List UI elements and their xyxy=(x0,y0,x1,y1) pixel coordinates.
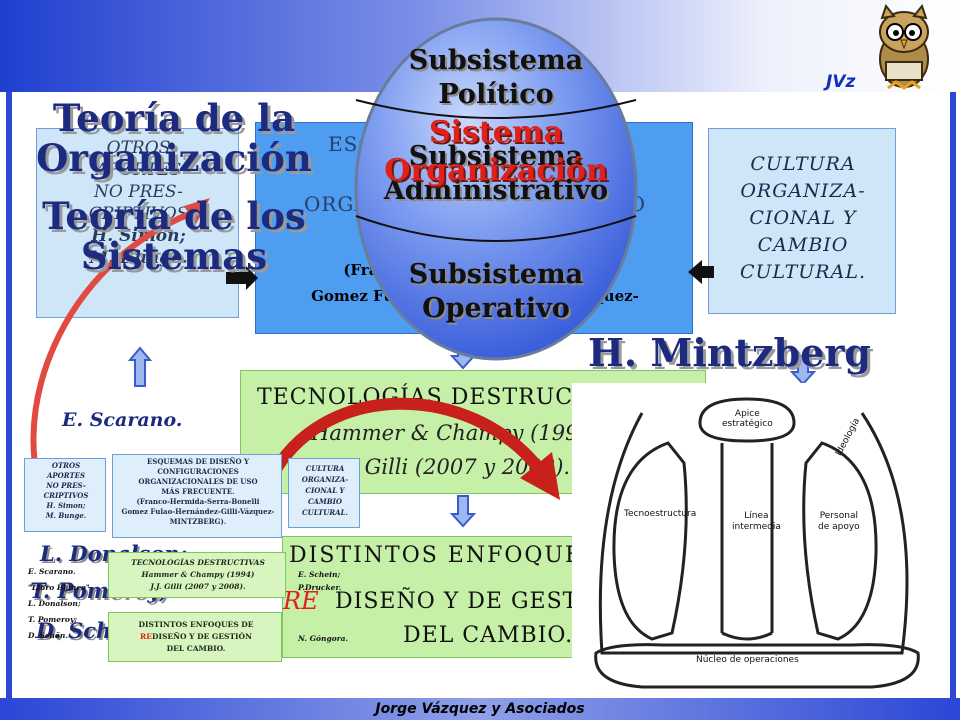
sistema-sphere-icon xyxy=(354,17,638,361)
scarano-label: E. Scarano. xyxy=(62,409,183,431)
logo-text: JVz xyxy=(826,72,856,92)
organizacion-label: Organización xyxy=(384,153,608,188)
footer-text: Jorge Vázquez y Asociados xyxy=(375,701,585,717)
mini-enfoques-re: RE xyxy=(140,632,152,641)
mini-cultura-3: CIONAL Y xyxy=(305,486,345,495)
cultura-box: CULTURA ORGANIZA- CIONAL Y CAMBIO CULTUR… xyxy=(708,128,896,314)
apice-line-2: estratégico xyxy=(722,419,773,429)
mini-otros-1: OTROS xyxy=(51,461,81,470)
mini-left-4: T. Pomeroy; xyxy=(28,615,78,624)
mini-otros-3: NO PRES- xyxy=(46,481,86,490)
cultura-line-1: CULTURA xyxy=(750,153,856,175)
arrow-left-icon xyxy=(688,260,714,284)
up-arrow-otros-icon xyxy=(127,346,153,387)
right-border xyxy=(950,92,956,698)
otros-line-2: APORTES xyxy=(95,160,182,180)
mini-left-3: L. Donalson; xyxy=(28,599,81,608)
red-curve-arrow-2-icon xyxy=(264,397,560,500)
enfoques-line-3: DEL CAMBIO. xyxy=(403,623,574,648)
otros-aportes-box: OTROS APORTES NO PRES- CRIPTIVOS H. Simo… xyxy=(36,128,239,318)
otros-line-1: OTROS xyxy=(106,138,171,158)
mini-cultura-5: CULTURAL. xyxy=(302,508,348,517)
sphere-mid-2: Administrativo xyxy=(383,175,609,206)
footer-band: Jorge Vázquez y Asociados xyxy=(0,698,960,720)
mini-esquemas-6: Gomez Fulao-Hernández-Gilli-Vázquez- xyxy=(121,507,275,516)
mini-otros-4: CRIPTIVOS xyxy=(43,491,89,500)
mini-cultura-box: CULTURA ORGANIZA- CIONAL Y CAMBIO CULTUR… xyxy=(288,458,360,528)
mini-otros-box: OTROS APORTES NO PRES- CRIPTIVOS H. Simo… xyxy=(24,458,106,532)
sphere-top-1: Subsistema xyxy=(408,45,584,76)
mini-right-1: E. Schein; xyxy=(298,570,341,579)
otros-line-4: CRIPTIVOS xyxy=(88,204,189,224)
cultura-line-2: ORGANIZA- xyxy=(740,180,866,202)
mini-left-5: D. Schön. xyxy=(28,631,68,640)
mini-left-1: E. Scarano. xyxy=(28,567,76,576)
mini-esquemas-box: ESQUEMAS DE DISEÑO Y CONFIGURACIONES ORG… xyxy=(112,454,282,538)
mini-otros-2: APORTES xyxy=(46,471,86,480)
nucleo-label: Núcleo de operaciones xyxy=(696,655,799,665)
otros-line-5: H. Simon; xyxy=(91,226,186,246)
cultura-line-4: CAMBIO xyxy=(757,234,849,256)
mini-otros-5: H. Simon; xyxy=(46,501,86,510)
teoria-org-line-1: Teoría de la xyxy=(52,96,296,140)
linea-line-1: Línea xyxy=(744,511,769,521)
mini-enfoques-box: DISTINTOS ENFOQUES DE REDISEÑO Y DE GEST… xyxy=(108,612,282,662)
mini-enfoques-2: DISEÑO Y DE GESTIÓN xyxy=(151,632,252,641)
sphere-top-2: Político xyxy=(438,79,554,110)
mintzberg-diagram: Apice estratégico Ideología Tecnoestruct… xyxy=(572,383,947,695)
mini-right-3: N. Góngora. xyxy=(298,634,349,643)
mintzberg-title: H. Mintzberg xyxy=(588,330,871,375)
left-border xyxy=(6,92,12,698)
mini-esquemas-4: MÁS FRECUENTE. xyxy=(161,487,235,496)
apice-line-1: Apice xyxy=(734,409,760,419)
down-arrow-tecnologias-icon xyxy=(449,495,477,528)
mini-esquemas-5: (Franco-Hermida-Serra-Bonelli xyxy=(136,497,260,506)
teoria-sis-line-2: Sistemas xyxy=(80,234,268,278)
personal-line-2: de apoyo xyxy=(818,522,860,532)
enfoques-re: RE xyxy=(283,587,319,615)
mini-esquemas-1: ESQUEMAS DE DISEÑO Y xyxy=(146,457,250,466)
personal-line-1: Personal xyxy=(819,511,858,521)
mini-esquemas-2: CONFIGURACIONES xyxy=(157,467,239,476)
linea-line-2: intermedia xyxy=(732,522,781,532)
mini-tecnologias-3: J.J. Gilli (2007 y 2008). xyxy=(150,582,246,591)
sphere-bottom-1: Subsistema xyxy=(408,259,584,290)
tecnoestructura-label: Tecnoestructura xyxy=(624,509,697,519)
teoria-org-line-2: Organización xyxy=(36,136,312,180)
mini-tecnologias-box: TECNOLOGÍAS DESTRUCTIVAS Hammer & Champy… xyxy=(108,552,286,598)
mintzberg-organigram-icon xyxy=(594,397,920,689)
arrow-right-icon xyxy=(226,266,258,290)
down-arrow-cultura-icon xyxy=(789,355,817,386)
otros-line-3: NO PRES- xyxy=(94,182,183,202)
mini-otros-6: M. Bunge. xyxy=(45,511,87,520)
teoria-sis-line-1: Teoría de los xyxy=(42,194,306,238)
sphere-mid-1: Subsistema xyxy=(408,141,584,172)
sistema-label: Sistema xyxy=(428,115,564,150)
mini-esquemas-7: MINTZBERG). xyxy=(169,517,227,526)
sphere-bottom-2: Operativo xyxy=(422,293,570,324)
mini-cultura-2: ORGANIZA- xyxy=(301,475,349,484)
mini-enfoques-1: DISTINTOS ENFOQUES DE xyxy=(138,620,254,629)
cultura-line-5: CULTURAL. xyxy=(740,261,866,283)
mini-left-2: "Libro Blanco" xyxy=(28,583,90,592)
mini-right-2: P.Drucker. xyxy=(298,583,342,592)
mini-enfoques-3: DEL CAMBIO. xyxy=(166,644,226,653)
mini-tecnologias-2: Hammer & Champy (1994) xyxy=(141,570,255,579)
mini-cultura-4: CAMBIO xyxy=(307,497,343,506)
mini-tecnologias-1: TECNOLOGÍAS DESTRUCTIVAS xyxy=(131,558,265,567)
cultura-line-3: CIONAL Y xyxy=(749,207,857,229)
mini-cultura-1: CULTURA xyxy=(305,464,345,473)
mini-esquemas-3: ORGANIZACIONALES DE USO xyxy=(138,477,258,486)
owl-logo-icon xyxy=(879,4,929,90)
tecnologias-line-2: Hammer & Champy (1994) xyxy=(311,421,601,445)
